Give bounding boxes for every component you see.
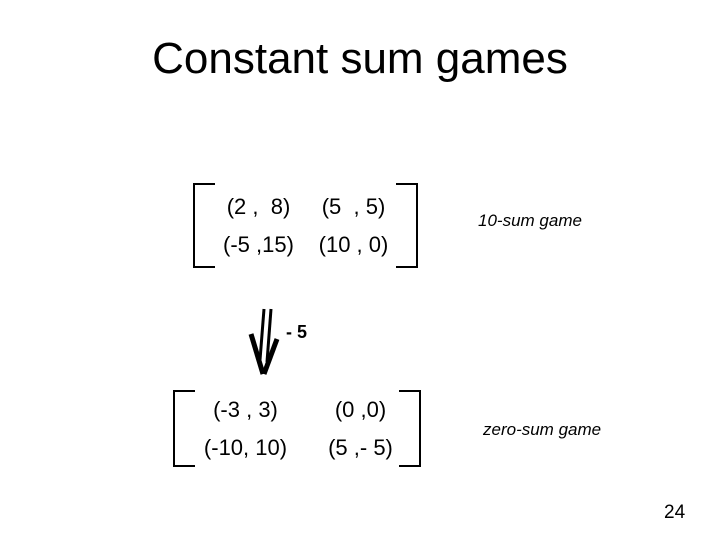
- arrow-label: - 5: [286, 322, 308, 342]
- page-number: 24: [664, 502, 686, 523]
- matrix-right-bracket: [399, 390, 421, 467]
- matrix-cell-r1c0: (-5 ,15): [223, 232, 294, 257]
- slide-title: Constant sum games: [152, 34, 568, 83]
- matrix-cell-r1c1: (10 , 0): [318, 232, 389, 257]
- matrix-cells: (2 , 8) (5 , 5) (-5 ,15) (10 , 0): [193, 188, 401, 264]
- matrix-cell-r0c1: (0 ,0): [334, 397, 387, 422]
- double-down-arrow-icon: [246, 308, 286, 380]
- matrix-right-bracket: [396, 183, 418, 268]
- matrix-cell-r1c1: (5 ,- 5): [328, 435, 393, 460]
- payoff-matrix-top: (2 , 8) (5 , 5) (-5 ,15) (10 , 0): [193, 183, 418, 268]
- matrix-cell-r0c0: (2 , 8): [226, 194, 291, 219]
- matrix-cells: (-3 , 3) (0 ,0) (-10, 10) (5 ,- 5): [173, 391, 413, 467]
- payoff-matrix-bottom: (-3 , 3) (0 ,0) (-10, 10) (5 ,- 5): [173, 390, 421, 467]
- matrix-bottom-label: zero-sum game: [483, 420, 602, 439]
- matrix-top-label: 10-sum game: [478, 211, 582, 230]
- matrix-left-bracket: [173, 390, 195, 467]
- matrix-cell-r0c0: (-3 , 3): [213, 397, 278, 422]
- matrix-left-bracket: [193, 183, 215, 268]
- matrix-cell-r0c1: (5 , 5): [321, 194, 386, 219]
- matrix-cell-r1c0: (-10, 10): [203, 435, 288, 460]
